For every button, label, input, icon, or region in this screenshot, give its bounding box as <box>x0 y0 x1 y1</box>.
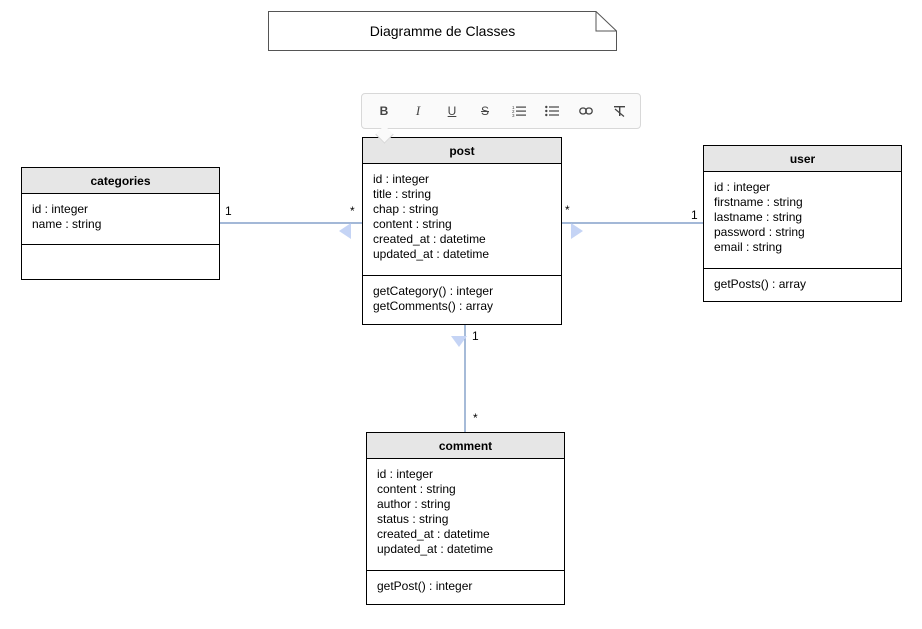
bullet-list-button[interactable] <box>541 101 563 121</box>
diagram-title-note[interactable]: Diagramme de Classes <box>268 11 617 51</box>
down-connector-arrow-icon <box>451 336 467 347</box>
svg-text:1: 1 <box>512 105 515 110</box>
right-connector-arrow-icon <box>571 223 583 239</box>
attributes-section: id : integer content : string author : s… <box>367 459 564 570</box>
attribute: id : integer <box>373 172 430 186</box>
attribute: updated_at : datetime <box>373 247 490 261</box>
mult-post-right: * <box>565 203 570 217</box>
class-name: user <box>704 146 901 172</box>
attribute: created_at : datetime <box>377 527 490 541</box>
method: getComments() : array <box>373 299 494 313</box>
clear-format-icon <box>613 106 625 117</box>
mult-categories: 1 <box>225 204 232 218</box>
numbered-list-button[interactable]: 1 2 3 <box>508 101 530 121</box>
underline-button[interactable]: U <box>441 101 463 121</box>
mult-comment: * <box>473 411 478 425</box>
mult-post-left: * <box>350 204 355 218</box>
methods-section: getPost() : integer <box>367 570 564 602</box>
methods-section: getPosts() : array <box>704 268 901 300</box>
mult-user: 1 <box>691 208 698 222</box>
attribute: content : string <box>377 482 456 496</box>
attributes-section: id : integer firstname : string lastname… <box>704 172 901 268</box>
attribute: firstname : string <box>714 195 803 209</box>
bullet-list-icon <box>545 105 559 117</box>
link-icon <box>579 107 593 115</box>
attribute: id : integer <box>714 180 771 194</box>
bold-icon: B <box>379 104 389 118</box>
italic-button[interactable]: I <box>407 101 429 121</box>
svg-text:3: 3 <box>512 113 515 117</box>
text-format-toolbar: B I U S 1 2 3 <box>361 93 641 144</box>
left-connector-arrow-icon <box>339 223 351 239</box>
class-categories[interactable]: categories id : integer name : string <box>21 167 220 280</box>
class-comment[interactable]: comment id : integer content : string au… <box>366 432 565 605</box>
attributes-section: id : integer name : string <box>22 194 219 244</box>
attribute: email : string <box>714 240 783 254</box>
attribute: content : string <box>373 217 452 231</box>
method: getPosts() : array <box>714 277 807 291</box>
attribute: author : string <box>377 497 451 511</box>
attribute: chap : string <box>373 202 439 216</box>
attribute: id : integer <box>377 467 434 481</box>
diagram-title: Diagramme de Classes <box>369 22 516 39</box>
class-name: comment <box>367 433 564 459</box>
methods-section <box>22 244 219 279</box>
attribute: updated_at : datetime <box>377 542 494 556</box>
attribute: title : string <box>373 187 432 201</box>
link-button[interactable] <box>575 101 597 121</box>
mult-post-bottom: 1 <box>472 329 479 343</box>
attribute: name : string <box>32 217 102 231</box>
clear-format-button[interactable] <box>608 101 630 121</box>
attribute: created_at : datetime <box>373 232 486 246</box>
italic-icon: I <box>415 103 421 118</box>
attribute: status : string <box>377 512 449 526</box>
class-post[interactable]: post id : integer title : string chap : … <box>362 137 562 325</box>
method: getPost() : integer <box>377 579 473 593</box>
numbered-list-icon: 1 2 3 <box>512 105 526 117</box>
attributes-section: id : integer title : string chap : strin… <box>363 164 561 275</box>
methods-section: getCategory() : integer getComments() : … <box>363 275 561 322</box>
strikethrough-icon: S <box>480 104 489 118</box>
attribute: password : string <box>714 225 805 239</box>
underline-icon: U <box>447 104 457 118</box>
strikethrough-button[interactable]: S <box>474 101 496 121</box>
bold-button[interactable]: B <box>373 101 395 121</box>
class-user[interactable]: user id : integer firstname : string las… <box>703 145 902 302</box>
class-name: post <box>363 138 561 164</box>
svg-text:2: 2 <box>512 109 515 114</box>
method: getCategory() : integer <box>373 284 494 298</box>
attribute: id : integer <box>32 202 89 216</box>
note-shape <box>268 11 617 51</box>
class-name: categories <box>22 168 219 194</box>
attribute: lastname : string <box>714 210 803 224</box>
